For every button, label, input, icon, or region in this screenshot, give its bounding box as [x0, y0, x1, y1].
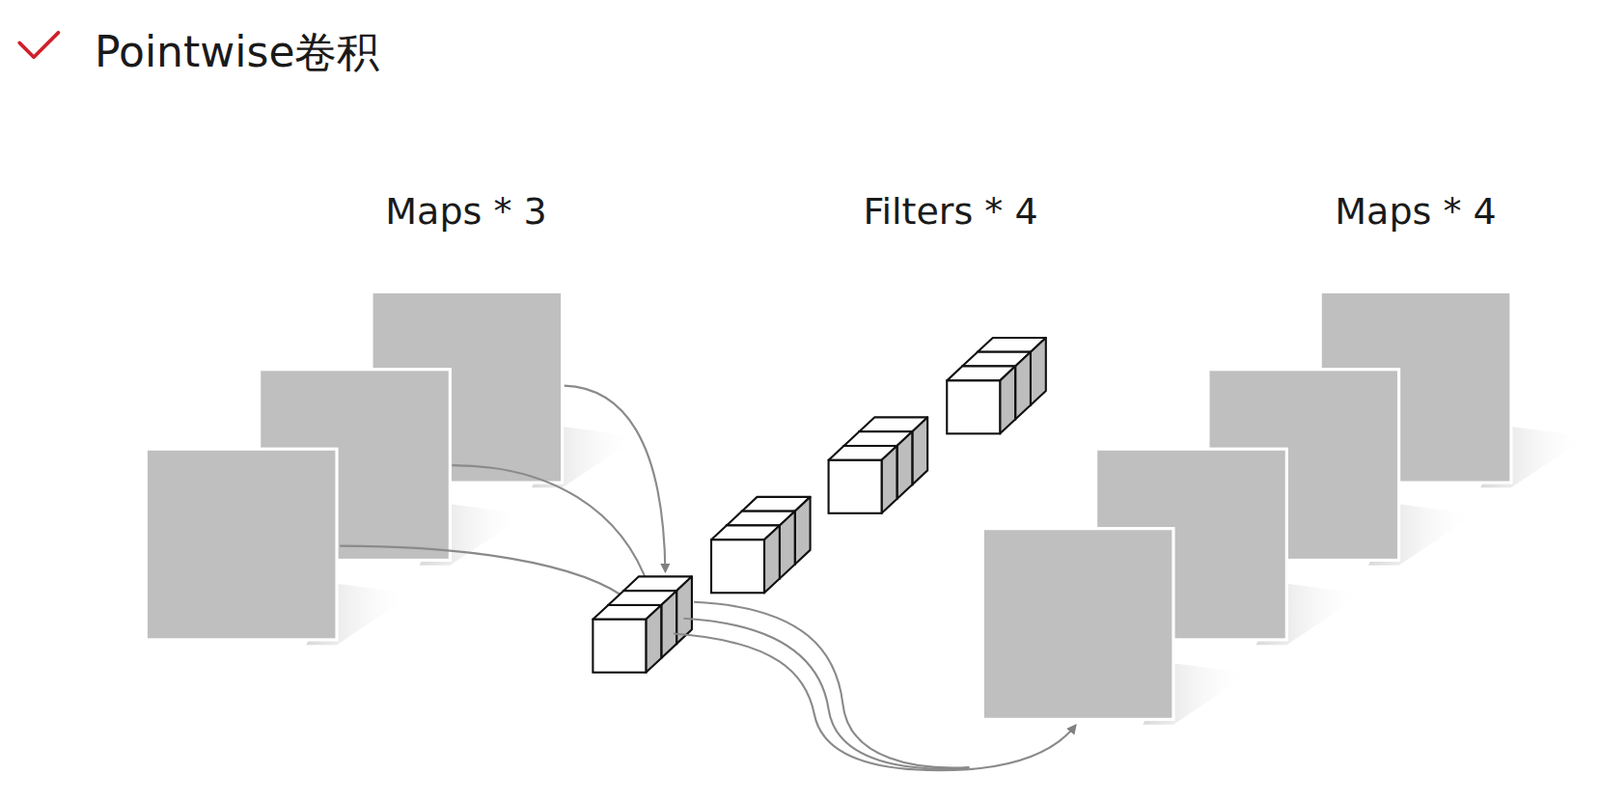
output-arrows — [673, 602, 1076, 771]
cube-front — [946, 380, 1000, 434]
cube-side — [882, 445, 898, 514]
filter — [711, 496, 811, 593]
cube-side — [764, 524, 780, 593]
input-arrows — [339, 386, 665, 603]
group-label: Filters * 4 — [862, 190, 1038, 233]
check-mark — [19, 32, 58, 57]
cube-side — [661, 590, 677, 659]
cube-side — [911, 416, 928, 485]
group-label: Maps * 3 — [385, 190, 547, 233]
filter — [592, 576, 692, 672]
cube-front — [592, 619, 646, 673]
cube-side — [795, 496, 811, 565]
slide-title: Pointwise卷积 — [94, 24, 380, 82]
group-label: Maps * 4 — [1334, 190, 1496, 233]
cube-side — [645, 605, 662, 673]
filter — [946, 337, 1047, 434]
cube-side — [999, 366, 1016, 435]
cube-side — [779, 511, 796, 580]
filters — [592, 337, 1046, 673]
cube-front — [828, 460, 883, 514]
cube-side — [1015, 352, 1031, 420]
cube-side — [896, 431, 912, 499]
cube-side — [1030, 337, 1047, 406]
cube-front — [711, 539, 765, 593]
filter — [828, 416, 929, 513]
feature-map — [145, 448, 337, 640]
feature-map — [982, 528, 1174, 720]
feature-maps — [145, 291, 1588, 724]
